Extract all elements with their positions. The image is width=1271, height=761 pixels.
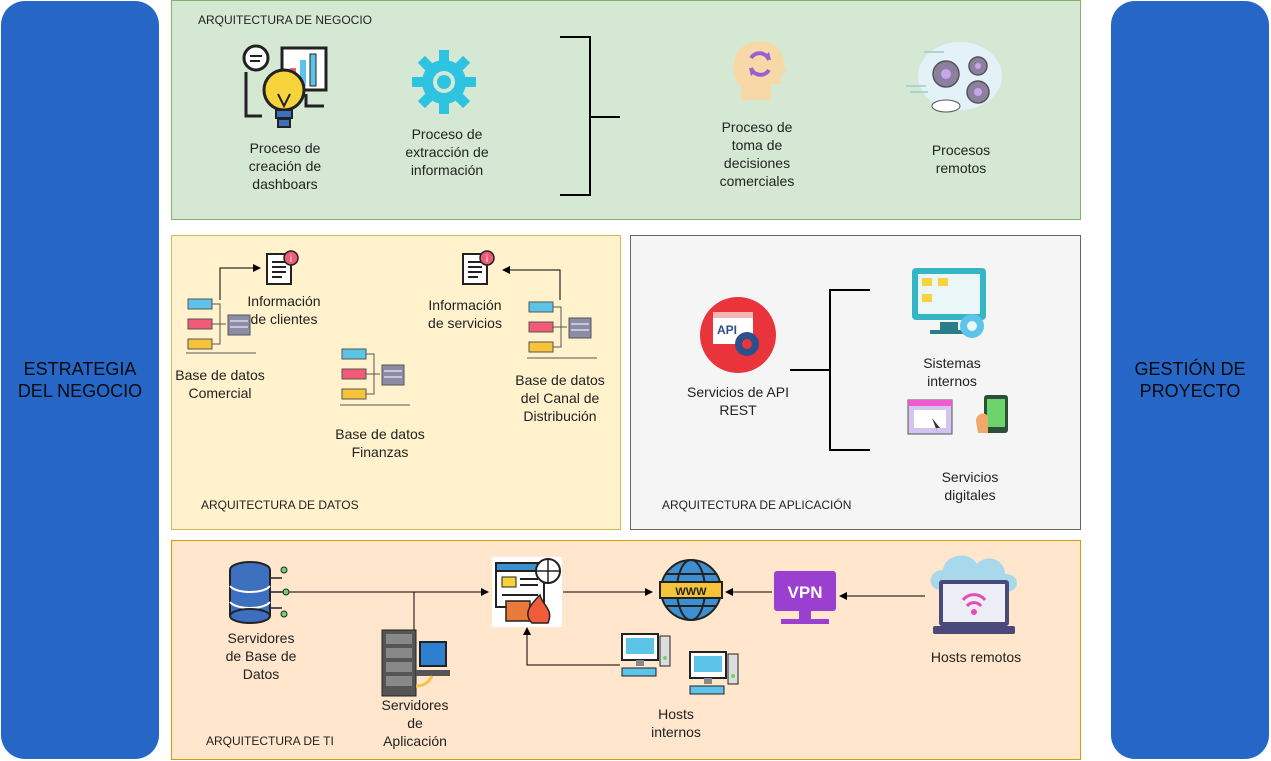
- database-table-icon: [527, 301, 597, 359]
- hosts-internos-label: Hosts internos: [651, 706, 701, 740]
- proceso-extraccion-label: Proceso de extracción de información: [405, 126, 489, 178]
- proceso-decisiones-label: Proceso de toma de decisiones comerciale…: [719, 119, 795, 189]
- api-rest-label: Servicios de API REST: [687, 384, 789, 418]
- www-text: WWW: [675, 586, 707, 598]
- bd-finanzas-label: Base de datos Finanzas: [335, 426, 425, 460]
- www-globe-icon: WWW: [659, 559, 723, 621]
- sistemas-internos-label: Sistemas internos: [923, 355, 981, 389]
- vpn-text: VPN: [788, 583, 823, 602]
- procesos-remotos-label: Procesos remotos: [931, 142, 991, 176]
- pillar-left-line2: DEL NEGOCIO: [17, 381, 143, 401]
- pillar-right-line1: GESTIÓN DE: [1134, 359, 1246, 379]
- smartphone-icon: [976, 395, 1008, 433]
- dashboard-lightbulb-icon: [242, 44, 328, 128]
- arquitectura-de-negocio-panel: [171, 0, 1081, 220]
- vpn-icon: VPN: [774, 571, 836, 624]
- database-servers-icon: [229, 561, 290, 624]
- api-badge-text: API: [717, 323, 737, 337]
- svg-text:i: i: [486, 254, 488, 265]
- negocio-title: ARQUITECTURA DE NEGOCIO: [198, 13, 373, 27]
- info-servicios-label: Información de servicios: [428, 297, 502, 331]
- bd-canal-label: Base de datos del Canal de Distribución: [515, 372, 605, 424]
- head-decision-icon: [733, 41, 787, 100]
- gestion-de-proyecto-pillar: GESTIÓN DE PROYECTO: [1111, 1, 1269, 759]
- database-table-icon: [186, 298, 256, 354]
- pillar-right-line2: PROYECTO: [1139, 381, 1241, 401]
- hosts-remotos-label: Hosts remotos: [930, 649, 1022, 665]
- aplicacion-title: ARQUITECTURA DE APLICACIÓN: [662, 498, 852, 512]
- info-clientes-label: Información de clientes: [247, 293, 321, 327]
- pillar-left-line1: ESTRATEGIA: [23, 359, 137, 379]
- api-gear-icon: API: [700, 297, 776, 373]
- servidores-aplicacion-label: Servidores de Aplicación: [381, 697, 449, 749]
- application-servers-icon: [381, 629, 450, 697]
- document-info-icon: i: [462, 250, 495, 285]
- remote-hosts-laptop-icon: [930, 555, 1017, 634]
- firewall-icon: [492, 557, 562, 627]
- web-browser-icon: [907, 399, 953, 435]
- svg-text:i: i: [290, 254, 292, 265]
- internal-hosts-computers-icon: [621, 633, 739, 695]
- document-info-icon: i: [266, 250, 299, 285]
- servidores-bd-label: Servidores de Base de Datos: [225, 630, 297, 682]
- proceso-dashboards-label: Proceso de creación de dashboars: [248, 140, 322, 192]
- bd-comercial-label: Base de datos Comercial: [175, 367, 265, 401]
- internal-systems-monitor-icon: [912, 268, 986, 338]
- ti-title: ARQUITECTURA DE TI: [206, 734, 334, 748]
- database-table-icon: [340, 348, 410, 406]
- gear-icon: [412, 50, 476, 114]
- datos-title: ARQUITECTURA DE DATOS: [201, 498, 359, 512]
- servicios-digitales-label: Servicios digitales: [941, 469, 999, 503]
- remote-gears-icon: [906, 42, 1002, 113]
- estrategia-del-negocio-pillar: ESTRATEGIA DEL NEGOCIO: [1, 1, 159, 759]
